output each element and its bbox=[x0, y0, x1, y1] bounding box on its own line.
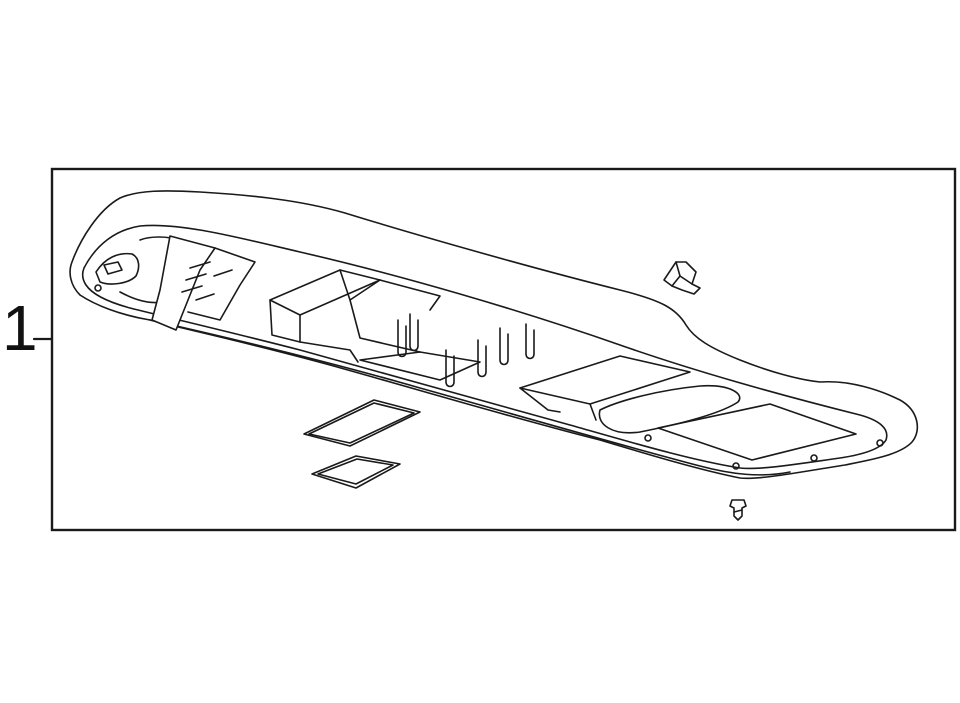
foam-pad-upper bbox=[303, 399, 421, 447]
callout-number: 1 bbox=[2, 292, 38, 364]
storage-compartment bbox=[269, 269, 481, 381]
assembly-frame bbox=[50, 167, 957, 532]
console-clip bbox=[663, 261, 701, 295]
overhead-console-housing bbox=[69, 190, 919, 480]
foam-pad-lower bbox=[311, 455, 401, 489]
foam-pads bbox=[303, 399, 421, 489]
rear-compartment bbox=[519, 355, 884, 470]
lamp-bezel-panel bbox=[151, 235, 256, 331]
retaining-clips bbox=[397, 313, 535, 388]
screw bbox=[729, 499, 747, 521]
